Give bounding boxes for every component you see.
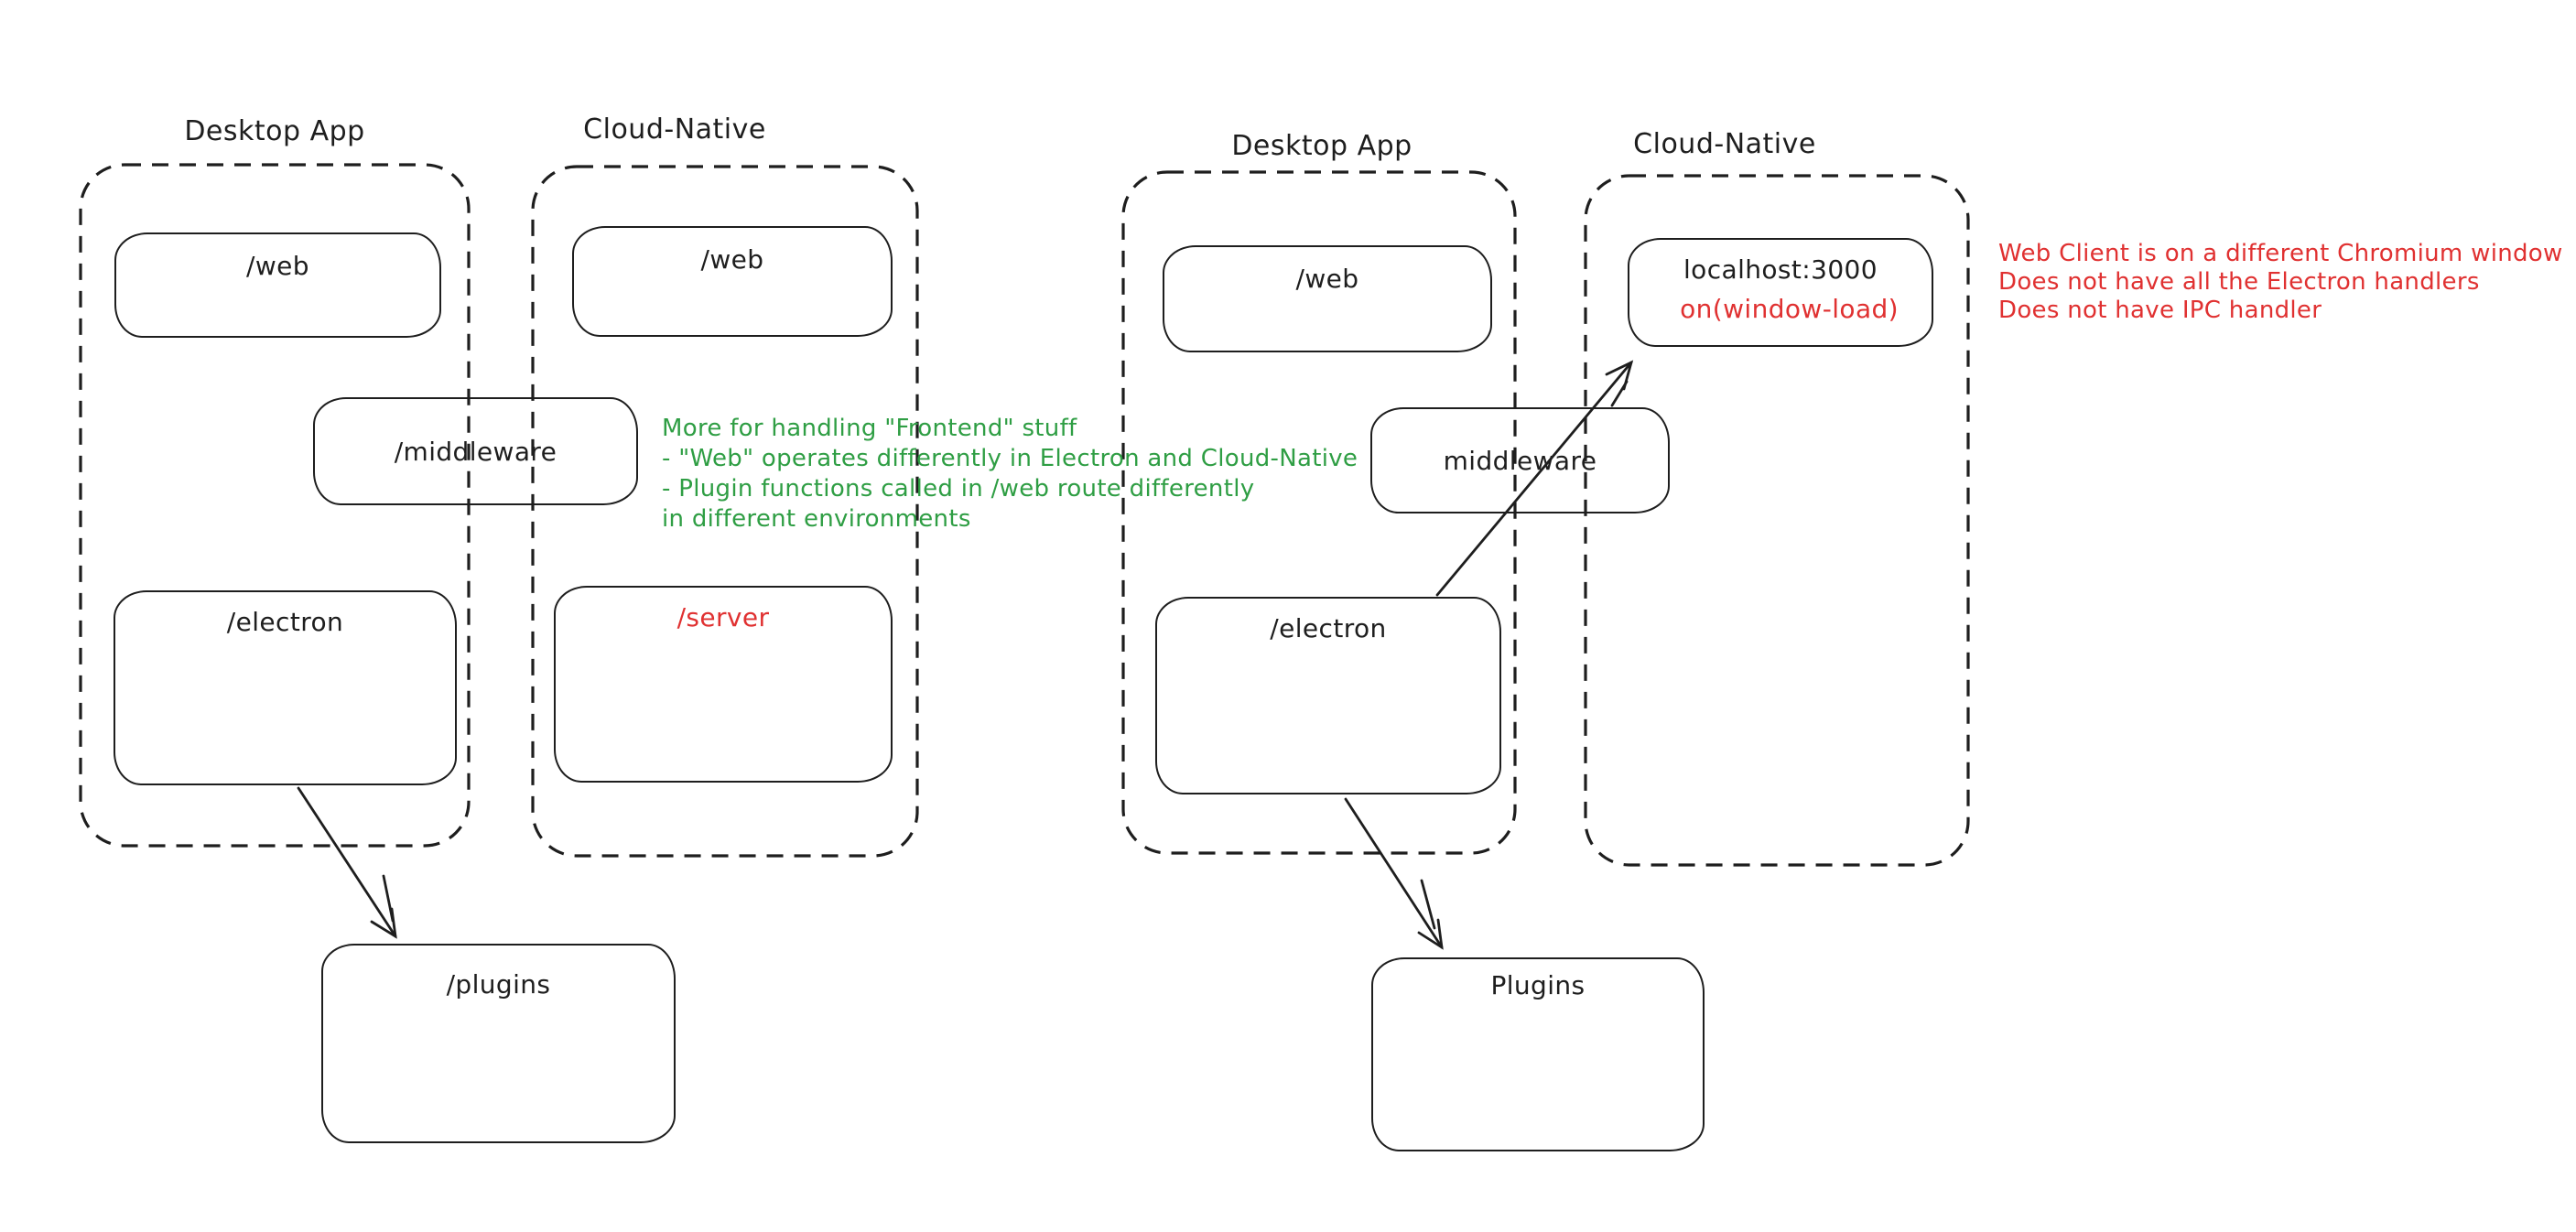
- left-desktop-app-container[interactable]: [79, 163, 471, 848]
- right-plugins-box[interactable]: Plugins: [1371, 957, 1705, 1151]
- right-localhost-box[interactable]: localhost:3000 on(window-load): [1628, 238, 1933, 347]
- arrow-electron-to-plugins-left[interactable]: [297, 786, 397, 939]
- left-electron-box[interactable]: /electron: [114, 590, 457, 785]
- green-annotation-line: More for handling "Frontend" stuff: [662, 415, 1077, 442]
- right-web-box[interactable]: /web: [1163, 245, 1492, 352]
- left-server-box[interactable]: /server: [554, 586, 893, 783]
- red-annotation-line: Web Client is on a different Chromium wi…: [1998, 240, 2563, 267]
- left-middleware-label: /middleware: [394, 436, 557, 467]
- green-annotation[interactable]: More for handling "Frontend" stuff - "We…: [662, 414, 1358, 535]
- left-server-label: /server: [676, 602, 770, 632]
- right-electron-box[interactable]: /electron: [1155, 597, 1501, 794]
- left-web-desktop-box[interactable]: /web: [114, 232, 441, 338]
- right-middleware-label: middleware: [1443, 445, 1597, 476]
- red-annotation-line: Does not have all the Electron handlers: [1998, 268, 2480, 296]
- left-middleware-box[interactable]: /middleware: [313, 397, 638, 505]
- right-plugins-label: Plugins: [1490, 970, 1586, 1000]
- left-web-cloud-box[interactable]: /web: [572, 226, 893, 337]
- right-cloud-native-heading[interactable]: Cloud-Native: [1633, 128, 1816, 160]
- arrow-electron-to-plugins-right[interactable]: [1344, 797, 1444, 950]
- red-annotation-line: Does not have IPC handler: [1998, 297, 2322, 324]
- right-middleware-box[interactable]: middleware: [1370, 407, 1670, 513]
- left-plugins-box[interactable]: /plugins: [321, 944, 676, 1143]
- right-web-label: /web: [1295, 264, 1359, 294]
- left-electron-label: /electron: [226, 607, 344, 637]
- right-desktop-app-heading[interactable]: Desktop App: [1231, 130, 1412, 162]
- green-annotation-line: - Plugin functions called in /web route …: [662, 475, 1255, 503]
- right-cloud-native-container[interactable]: [1584, 174, 1970, 867]
- left-web-cloud-label: /web: [700, 244, 764, 275]
- green-annotation-line: in different environments: [662, 505, 971, 533]
- left-web-desktop-label: /web: [246, 251, 309, 281]
- left-cloud-native-heading[interactable]: Cloud-Native: [583, 113, 766, 146]
- left-cloud-native-container[interactable]: [531, 165, 919, 858]
- left-plugins-label: /plugins: [446, 969, 551, 1000]
- left-desktop-app-heading[interactable]: Desktop App: [184, 115, 365, 147]
- right-localhost-label: localhost:3000: [1683, 254, 1878, 285]
- right-window-load-label: on(window-load): [1680, 294, 1899, 324]
- green-annotation-line: - "Web" operates differently in Electron…: [662, 445, 1358, 472]
- red-annotation[interactable]: Web Client is on a different Chromium wi…: [1998, 240, 2563, 325]
- arrow-electron-to-localhost[interactable]: [1435, 360, 1634, 597]
- right-electron-label: /electron: [1270, 613, 1387, 643]
